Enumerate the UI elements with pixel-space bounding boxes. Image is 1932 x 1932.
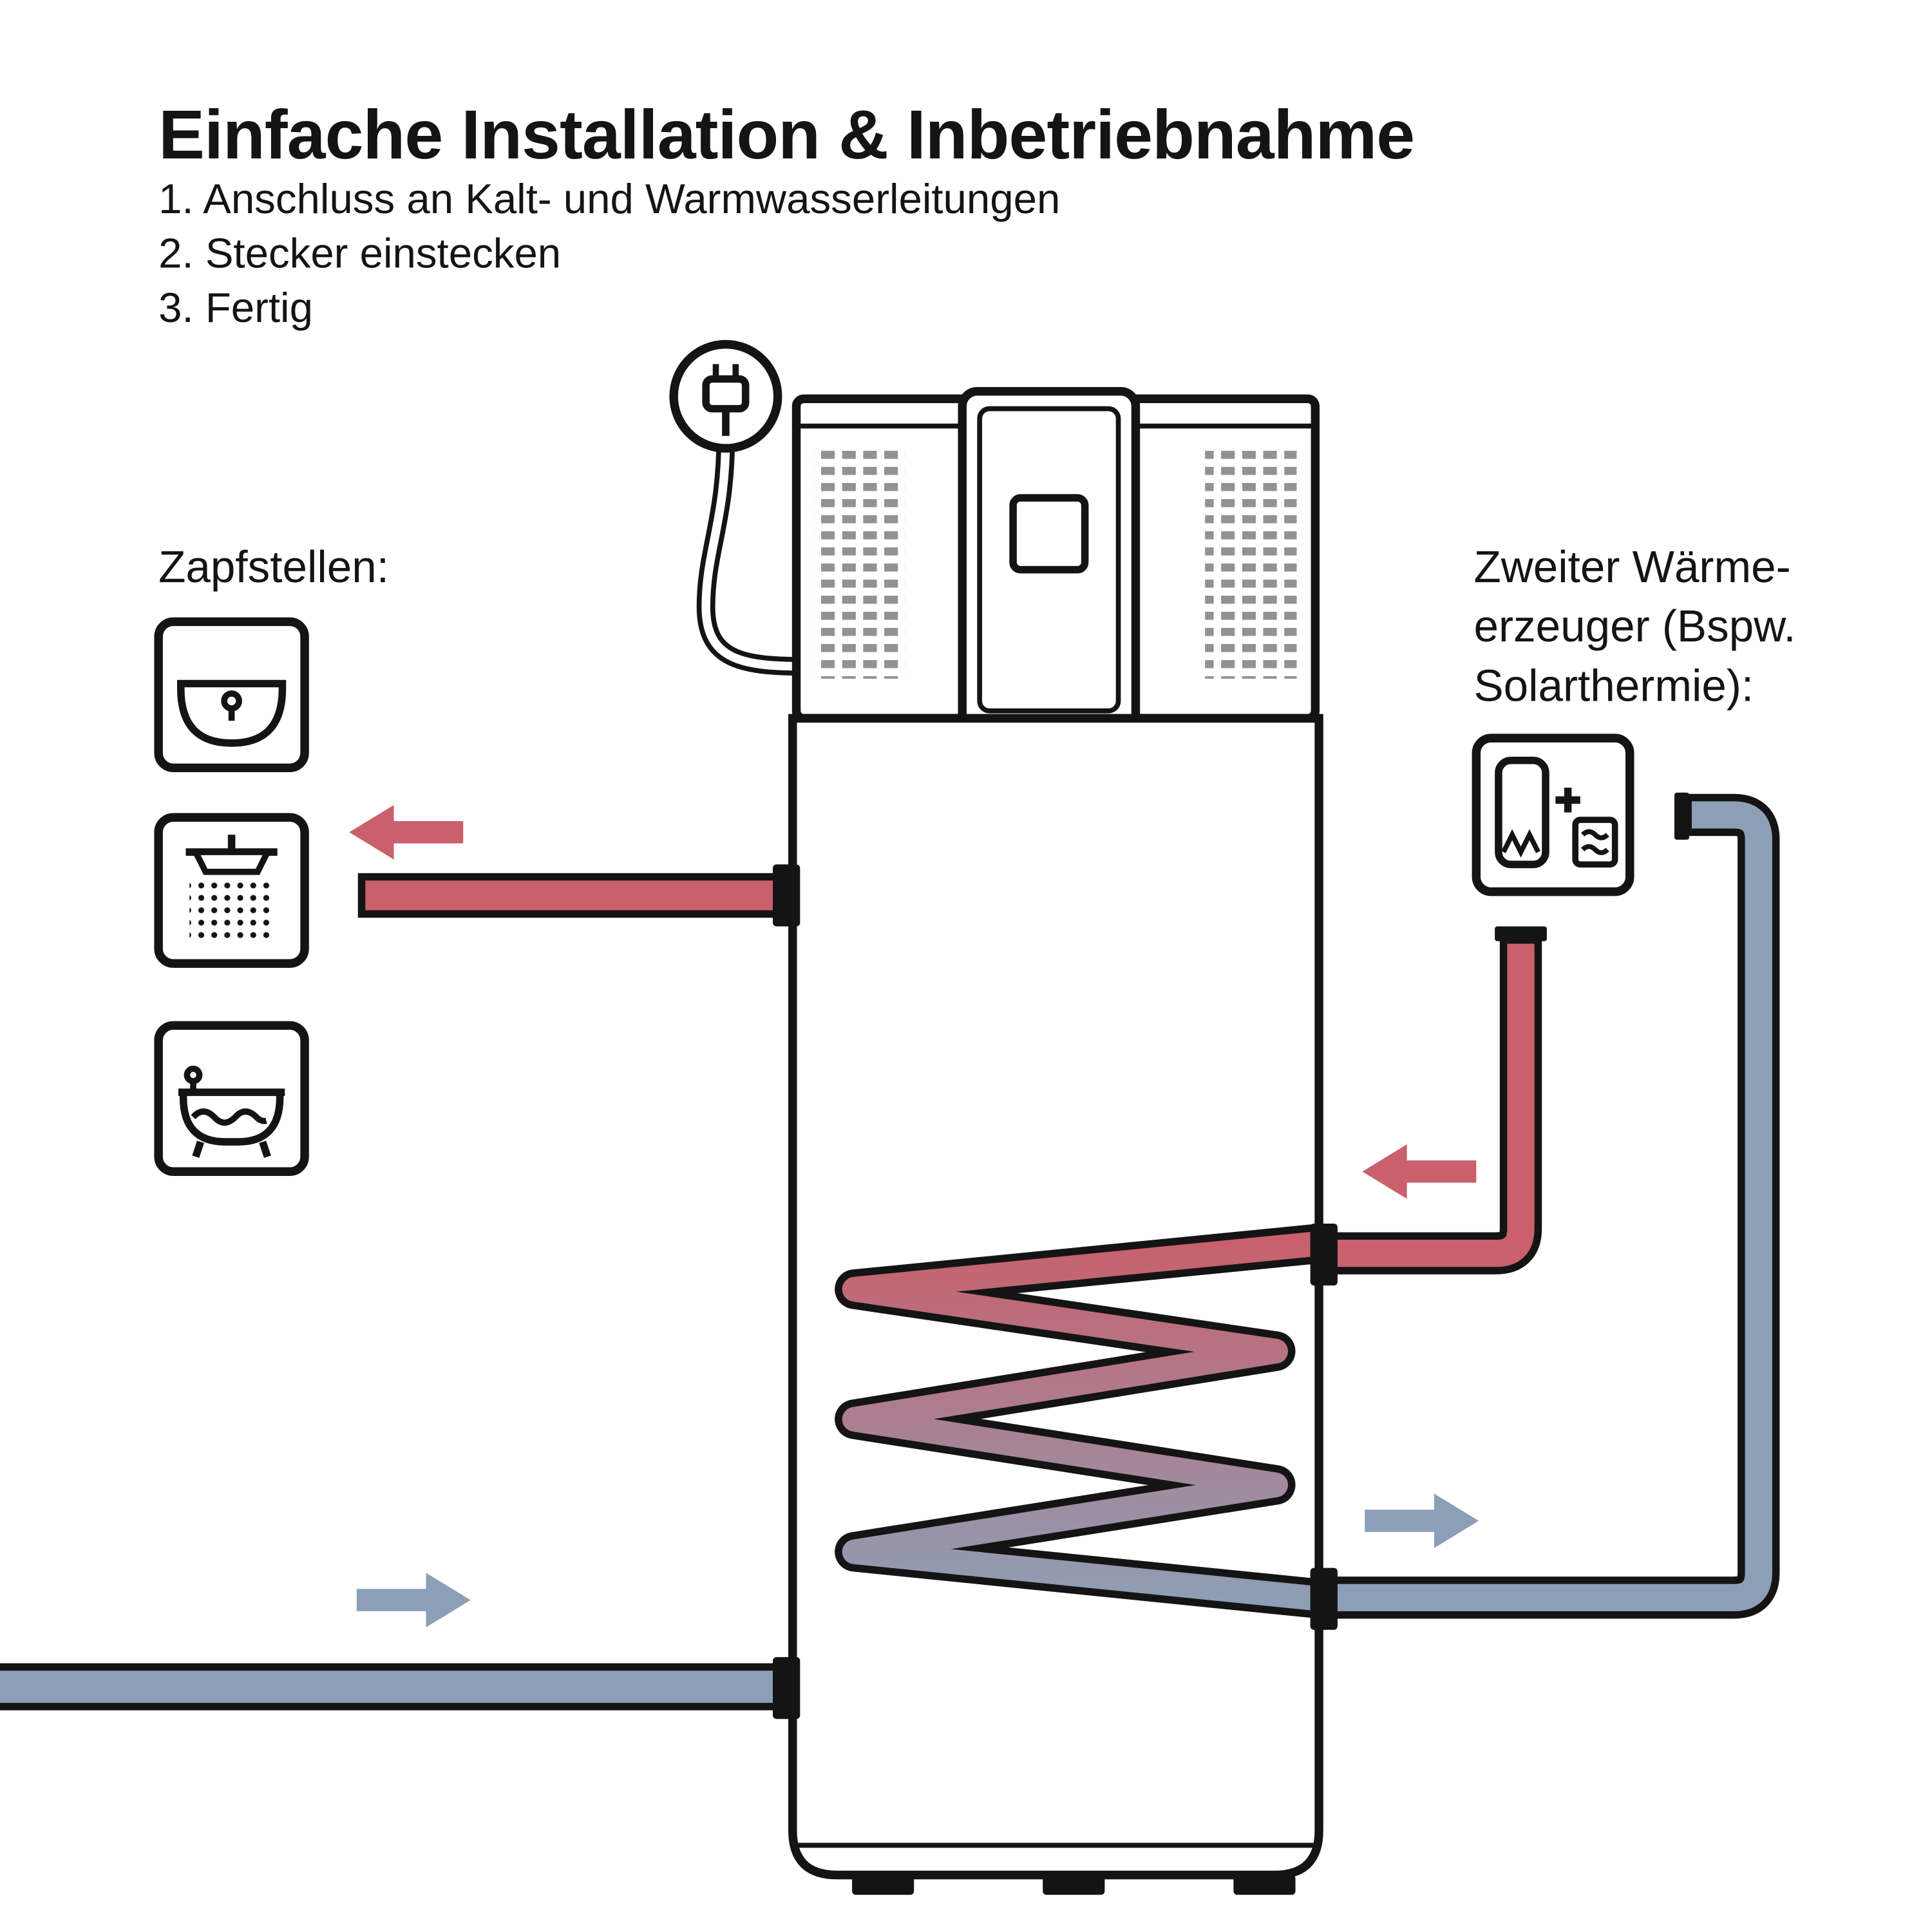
step-2: 2. Stecker einstecken	[158, 229, 561, 276]
step-1: 1. Anschluss an Kalt- und Warmwasserleit…	[158, 175, 1060, 222]
page-title: Einfache Installation & Inbetriebnahme	[158, 96, 1414, 173]
pipe-connector	[1310, 1567, 1338, 1630]
solar-heat-source-icon	[1472, 734, 1634, 896]
shower-spray-dots	[189, 882, 276, 942]
control-panel	[958, 386, 1141, 733]
vent-grille-left	[813, 446, 905, 679]
cold-water-arrow	[356, 1573, 471, 1627]
solar-return-arrow	[1365, 1493, 1479, 1548]
tank-foot	[1233, 1875, 1296, 1895]
solar-flow-arrow	[1362, 1144, 1477, 1199]
tank-foot	[1043, 1875, 1105, 1895]
pipe-connector	[773, 864, 800, 927]
tap-points-label: Zapfstellen:	[158, 542, 389, 592]
plus-icon	[1555, 788, 1580, 813]
pipe-connector	[1310, 1224, 1338, 1286]
warm-water-pipe	[357, 864, 800, 927]
second-heat-source-label-line1: Zweiter Wärme-	[1473, 542, 1790, 592]
power-cable	[696, 435, 803, 676]
solar-flow-pipe	[1310, 926, 1547, 1286]
cold-water-pipe	[0, 1657, 800, 1719]
warm-water-arrow	[349, 805, 464, 860]
pipe-connector	[773, 1657, 800, 1719]
vent-grille-right	[1205, 446, 1297, 679]
heat-pump-unit	[791, 386, 1320, 733]
second-heat-source-label-line3: Solarthermie):	[1473, 660, 1754, 710]
pipe-end-cap	[1495, 926, 1547, 942]
step-3: 3. Fertig	[158, 284, 313, 331]
sink-icon	[154, 617, 309, 773]
tank-foot	[852, 1875, 914, 1895]
pipe-end-cap	[1674, 792, 1690, 840]
heating-coil	[835, 1224, 1323, 1619]
shower-icon	[154, 813, 309, 968]
power-plug-icon	[669, 339, 782, 453]
second-heat-source-label-line2: erzeuger (Bspw.	[1473, 601, 1795, 651]
bathtub-icon	[154, 1021, 309, 1176]
display-screen	[1009, 494, 1089, 574]
solar-return-pipe	[1310, 792, 1780, 1630]
